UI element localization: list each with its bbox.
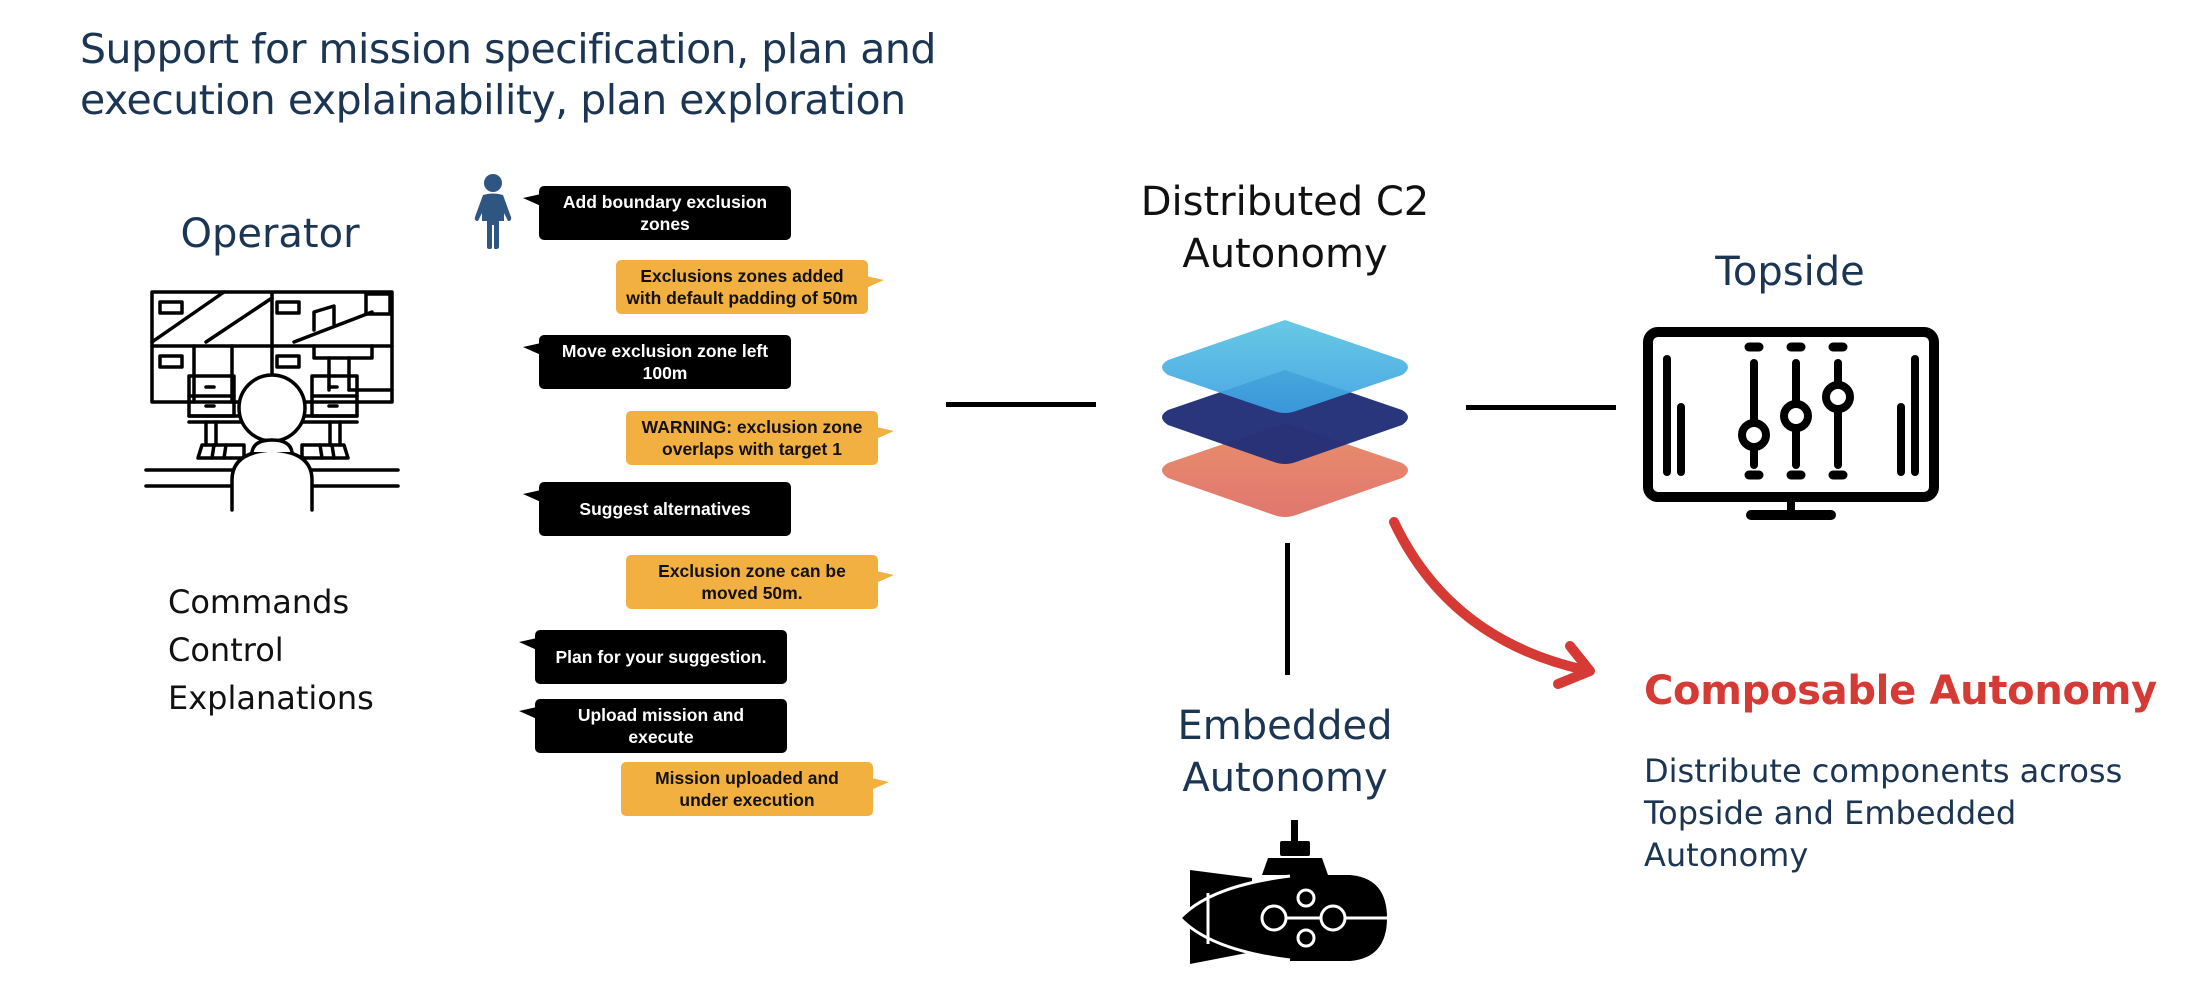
composable-body-line-2: Topside and Embedded (1644, 794, 2017, 832)
message-user-1: Add boundary exclusion zones (523, 186, 791, 240)
embedded-line-1: Embedded (1177, 703, 1393, 749)
connector-c2-to-embedded (1285, 543, 1290, 675)
capability-control: Control (168, 631, 284, 669)
connector-operator-to-c2 (946, 402, 1096, 407)
composable-autonomy-title: Composable Autonomy (1644, 668, 2157, 714)
composable-arrow-icon (1389, 517, 1595, 689)
topside-title: Topside (1715, 249, 1865, 295)
heading-line-1: Support for mission specification, plan … (80, 25, 936, 73)
message-system-2: WARNING: exclusion zone overlaps with ta… (626, 411, 894, 465)
composable-body-line-3: Autonomy (1644, 836, 1809, 874)
monitor-sliders-icon (1643, 327, 1939, 520)
distributed-c2-line-1: Distributed C2 (1140, 179, 1430, 225)
operator-title: Operator (180, 211, 360, 257)
heading-line-2: execution explainability, plan explorati… (80, 76, 906, 124)
message-system-4: Mission uploaded and under execution (621, 762, 889, 816)
message-user-3: Suggest alternatives (523, 482, 791, 536)
embedded-autonomy-title: Embedded Autonomy (1130, 700, 1440, 804)
connector-c2-to-topside (1466, 405, 1616, 410)
message-system-3: Exclusion zone can be moved 50m. (626, 555, 894, 609)
composable-autonomy-description: Distribute components across Topside and… (1644, 750, 2122, 876)
operator-control-room-icon (144, 290, 400, 512)
message-system-1: Exclusions zones added with default padd… (616, 260, 884, 314)
embedded-line-2: Autonomy (1182, 755, 1388, 801)
distributed-c2-title: Distributed C2 Autonomy (1130, 176, 1440, 280)
stack-layer-top (1162, 320, 1408, 413)
capability-explanations: Explanations (168, 679, 374, 717)
message-user-4: Plan for your suggestion. (519, 630, 787, 684)
message-user-5: Upload mission and execute (519, 699, 787, 753)
distributed-c2-line-2: Autonomy (1182, 231, 1388, 277)
capability-commands: Commands (168, 583, 350, 621)
stack-layer-bottom (1162, 423, 1408, 517)
composable-body-line-1: Distribute components across (1644, 752, 2123, 790)
person-icon (474, 174, 512, 249)
page-heading: Support for mission specification, plan … (80, 24, 936, 126)
submarine-icon (1178, 820, 1387, 964)
operator-capabilities: Commands Control Explanations (168, 578, 374, 722)
message-user-2: Move exclusion zone left 100m (523, 335, 791, 389)
layered-stack-icon (1162, 320, 1408, 517)
